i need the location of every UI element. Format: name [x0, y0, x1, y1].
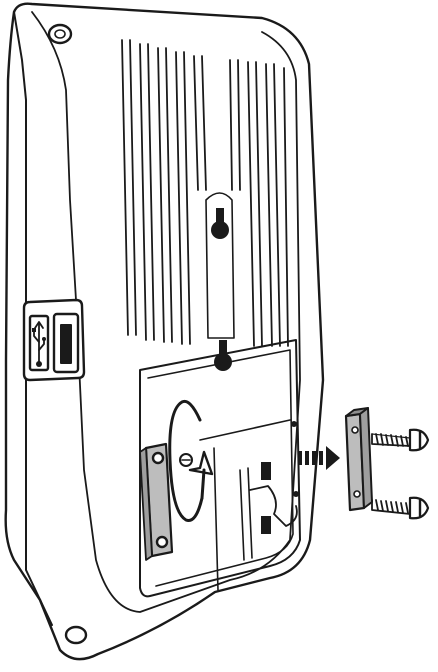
- screw-lower: [371, 496, 430, 520]
- dashed-arrow-right-icon: [298, 446, 340, 470]
- latch-clip: [249, 485, 298, 527]
- keyhole-upper-slot: [216, 208, 224, 232]
- recess-cover-line: [199, 419, 291, 441]
- latch-guide: [239, 467, 253, 561]
- detached-bracket: [344, 407, 373, 512]
- recess-outline: [139, 339, 301, 598]
- mounted-bracket-face: [139, 447, 153, 561]
- bottom-mount-hole: [64, 625, 88, 645]
- recess-hole-lower: [293, 491, 299, 497]
- latch-tab-lower: [261, 516, 271, 534]
- usb-icon: [32, 321, 46, 367]
- recess-inner-outline: [147, 349, 294, 587]
- rotate-arrow-arc: [168, 399, 204, 523]
- device-screw: [179, 453, 193, 467]
- usb-socket-inner: [60, 324, 72, 364]
- rotate-arrow-shaft: [200, 468, 206, 500]
- usb-icon-box: [28, 314, 50, 372]
- keyhole-channel: [205, 192, 235, 339]
- keyhole-slots: [211, 208, 232, 371]
- usb-port-panel: [22, 298, 86, 382]
- screw-icon: [371, 428, 430, 520]
- back-panel-contour: [31, 11, 301, 613]
- detached-bracket-hole-top: [351, 426, 359, 434]
- top-mount-hole-inner: [54, 29, 66, 39]
- top-mount-hole: [47, 23, 73, 45]
- rotate-arrow-icon: [168, 399, 214, 523]
- vent-slots: [121, 39, 289, 347]
- recess-vertical-line: [213, 447, 219, 591]
- usb-socket: [52, 312, 80, 374]
- mounted-bracket: [139, 442, 174, 561]
- bracket-screw-top: [151, 451, 165, 465]
- bracket-recess: [139, 339, 301, 598]
- bracket-screw-bottom: [155, 535, 169, 549]
- latch-tab-upper: [261, 462, 271, 480]
- recess-hole-upper: [291, 421, 297, 427]
- detached-bracket-hole-bottom: [353, 490, 361, 498]
- screw-upper: [371, 428, 430, 452]
- device-side-edge: [13, 11, 53, 626]
- keyhole-lower-slot: [219, 340, 227, 364]
